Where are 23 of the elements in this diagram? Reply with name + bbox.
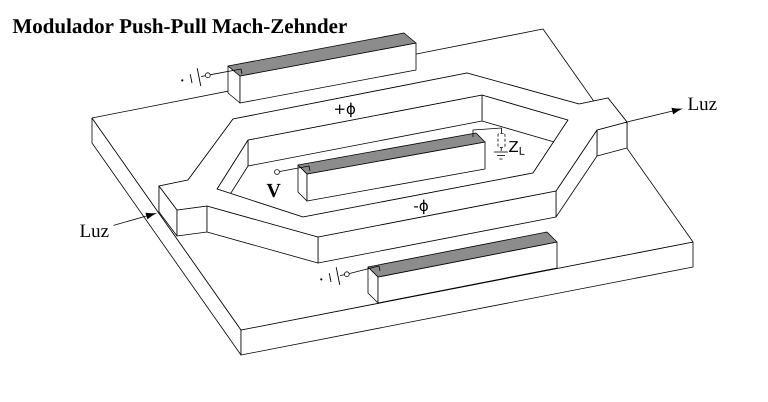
impedance-label: Z$_{L}$: [509, 141, 524, 155]
ground-symbol: [494, 152, 508, 160]
electrode: [368, 232, 558, 304]
wire: [200, 75, 206, 77]
phase-label: -ϕ: [414, 200, 428, 214]
wire: [340, 274, 344, 276]
wire: [210, 68, 242, 76]
wire: [500, 147, 502, 152]
title: Modulador Push-Pull Mach-Zehnder: [12, 18, 347, 34]
wire: [349, 266, 380, 274]
electrode: [298, 132, 486, 202]
resistor-symbol: [498, 133, 506, 148]
wire: [472, 128, 502, 138]
light-label: Luz: [80, 224, 109, 238]
wire: [279, 166, 310, 172]
electrode: [228, 32, 416, 104]
voltage-label: V: [266, 184, 281, 198]
battery-symbol: [181, 68, 202, 86]
phase-label: +ϕ: [335, 102, 355, 118]
light-label: Luz: [688, 98, 717, 110]
arrow: [626, 108, 682, 122]
arrow: [113, 212, 156, 226]
battery-symbol: [320, 266, 340, 286]
